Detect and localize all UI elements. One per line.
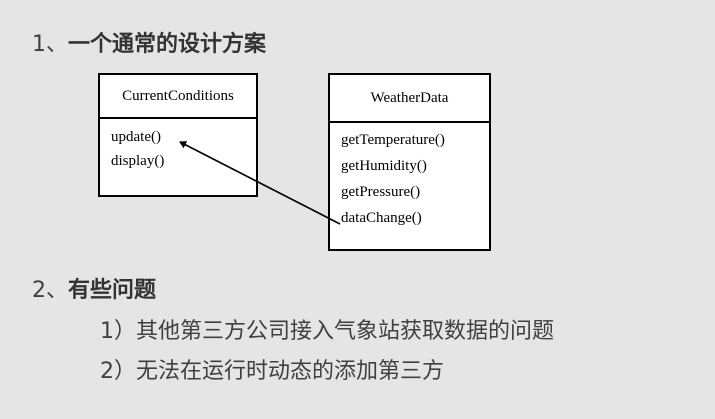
section-1-title: 一个通常的设计方案 — [68, 32, 267, 57]
issue-item-1: 1）其他第三方公司接入气象站获取数据的问题 — [100, 319, 554, 344]
issue-item-2: 2）无法在运行时动态的添加第三方 — [100, 359, 444, 384]
class-box-weather-data: WeatherData getTemperature() getHumidity… — [328, 73, 491, 251]
section-2-title: 有些问题 — [68, 278, 157, 303]
class-methods-current-conditions: update() display() — [100, 119, 256, 173]
section-2-number: 2、 — [32, 278, 68, 303]
class-name-weather-data: WeatherData — [330, 75, 489, 123]
method-get-pressure: getPressure() — [341, 184, 421, 200]
method-get-humidity: getHumidity() — [341, 158, 427, 174]
class-box-current-conditions: CurrentConditions update() display() — [98, 73, 258, 197]
method-get-temperature: getTemperature() — [341, 132, 445, 148]
method-update: update() — [111, 129, 161, 145]
section-2-heading: 2、有些问题 — [32, 277, 156, 305]
method-display: display() — [111, 153, 165, 169]
class-name-current-conditions: CurrentConditions — [100, 75, 256, 119]
class-methods-weather-data: getTemperature() getHumidity() getPressu… — [330, 123, 489, 231]
section-1-heading: 1、一个通常的设计方案 — [32, 31, 266, 59]
method-data-change: dataChange() — [341, 210, 422, 226]
section-1-number: 1、 — [32, 32, 68, 57]
